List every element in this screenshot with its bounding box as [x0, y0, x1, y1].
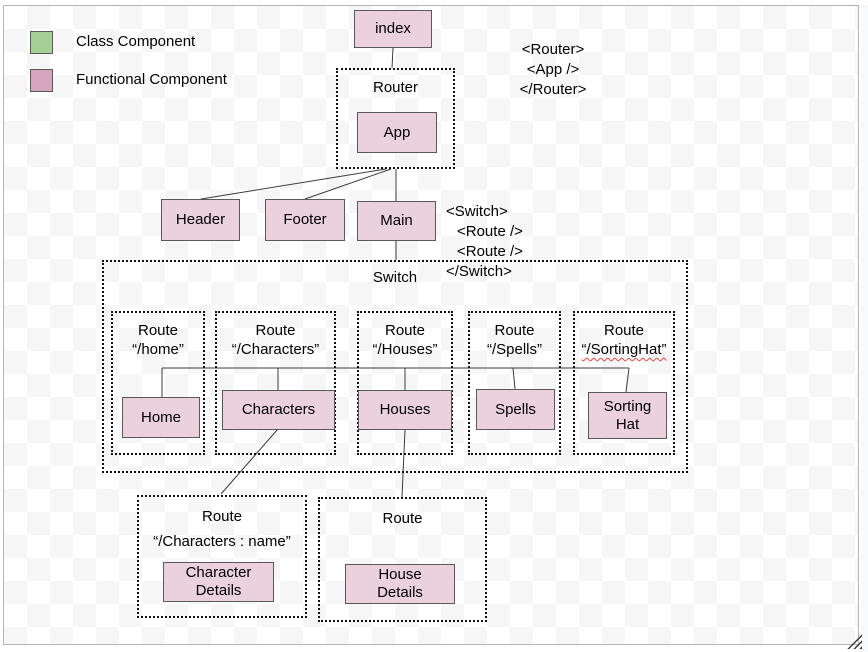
right-gutter [861, 5, 868, 652]
route-header: Route “/Houses” [359, 313, 451, 359]
route-title: Route [384, 322, 426, 339]
code-line: <App /> [526, 61, 580, 78]
route-path: “/Houses” [372, 341, 438, 358]
route-box-house-details: Route [318, 497, 487, 622]
code-line: <Route /> [457, 223, 523, 240]
node-app: App [357, 112, 437, 153]
legend-swatch-functional-component [30, 69, 53, 92]
route-path: “/Characters” [231, 341, 320, 358]
route-path: “/home” [132, 341, 184, 358]
route-path: “/Characters : name” [153, 533, 291, 550]
node-houses: Houses [358, 390, 452, 430]
route-path-misspelled: “/SortingHat” [581, 341, 667, 358]
code-line: <Switch> [446, 203, 508, 220]
route-title: Route [137, 322, 179, 339]
route-title: Route [494, 322, 535, 339]
node-main: Main [357, 201, 436, 241]
node-home: Home [122, 397, 200, 438]
route-box-home: Route “/home” [111, 311, 205, 455]
switch-container [102, 260, 688, 473]
node-header: Header [161, 199, 240, 241]
route-box-houses: Route “/Houses” [357, 311, 453, 455]
node-spells: Spells [476, 389, 555, 430]
route-header: Route “/Spells” [470, 313, 559, 359]
node-sorting-hat: Sorting Hat [588, 392, 667, 439]
router-code-snippet: <Router> <App /> </Router> [488, 40, 618, 100]
switch-container-label: Switch [372, 269, 418, 286]
route-path: “/Spells” [486, 341, 542, 358]
node-footer: Footer [265, 199, 345, 241]
route-header: Route “/Characters : name” [139, 497, 305, 551]
router-container: Router [336, 68, 455, 169]
route-box-spells: Route “/Spells” [468, 311, 561, 455]
route-box-character-details: Route “/Characters : name” [137, 495, 307, 618]
code-line: <Route /> [457, 243, 523, 260]
route-title: Route [255, 322, 296, 339]
code-line: </Switch> [446, 263, 512, 280]
code-line: <Router> [521, 41, 585, 58]
node-character-details: Character Details [163, 562, 274, 602]
route-header: Route “/SortingHat” [575, 313, 673, 359]
route-header: Route “/home” [113, 313, 203, 359]
legend-swatch-class-component [30, 31, 53, 54]
router-container-label: Router [372, 79, 419, 96]
node-house-details: House Details [345, 564, 455, 604]
route-title: Route [382, 510, 423, 527]
route-title: Route [603, 322, 645, 339]
node-index: index [354, 10, 432, 48]
route-header: Route “/Characters” [217, 313, 334, 359]
legend-label-functional-component: Functional Component [76, 71, 227, 88]
route-box-characters: Route “/Characters” [215, 311, 336, 455]
node-characters: Characters [222, 390, 335, 430]
switch-code-snippet: <Switch> <Route /> <Route /> </Switch> [446, 202, 523, 282]
route-header: Route [320, 499, 485, 528]
route-title: Route [201, 508, 243, 525]
route-box-sortinghat: Route “/SortingHat” [573, 311, 675, 455]
legend-label-class-component: Class Component [76, 33, 196, 50]
code-line: </Router> [519, 81, 587, 98]
